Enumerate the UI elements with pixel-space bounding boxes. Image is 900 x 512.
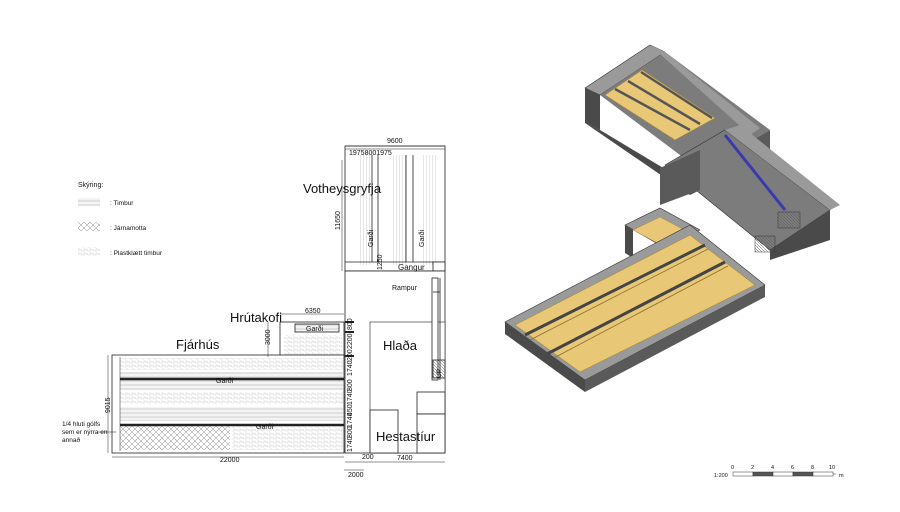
label-gangur: Gangur [398, 263, 425, 272]
gardi-label-silo-1: Garði [367, 229, 375, 247]
dim-side-6: 450 [347, 404, 354, 416]
dim-silo-depth: 11650 [335, 211, 342, 230]
dim-hrutakofi-depth: 3000 [265, 329, 272, 345]
legend: Skýring: : Timbur : Járnamotta : Plastkl… [78, 182, 163, 257]
scale-tick-4: 4 [771, 465, 774, 471]
dim-hrutakofi-width: 6350 [305, 308, 321, 315]
scale-ratio: 1:200 [714, 473, 728, 479]
dim-side-2: 200 [347, 349, 354, 361]
dim-silo-width: 9600 [387, 138, 403, 145]
dim-side-7: 1740 [347, 412, 354, 428]
note-line-3: annað [62, 436, 80, 444]
legend-timber-label: : Timbur [110, 200, 134, 207]
scale-tick-0: 0 [731, 465, 734, 471]
scale-tick-6: 6 [791, 465, 794, 471]
legend-plastic-swatch [78, 247, 100, 256]
gardi-label-silo-2: Garði [418, 229, 426, 247]
scale-unit: m [839, 473, 844, 479]
plan-labels: Votheysgryfja Hrútakofi Fjárhús Hlaða He… [62, 138, 445, 479]
dim-side-5: 1740 [347, 389, 354, 405]
dim-silo-1250: 1250 [377, 254, 384, 270]
dim-hlada-width: 7400 [397, 455, 413, 462]
legend-title: Skýring: [78, 182, 103, 189]
scale-tick-2: 2 [751, 465, 754, 471]
scale-tick-8: 8 [811, 465, 814, 471]
floor-note: 1/4 hluti gólfs sem er nýrra en annað [62, 421, 116, 444]
dim-silo-subdims: 19758001975 [349, 150, 392, 157]
gardi-label-fjarhus-2: Garði [256, 423, 274, 431]
legend-iron-label: : Járnamotta [110, 225, 147, 232]
note-line-2: sem er nýrra en [62, 429, 108, 436]
axonometric-model [504, 44, 840, 392]
dimension-lines [107, 145, 445, 471]
hrutakofi-area [279, 321, 345, 358]
hlada-area [344, 270, 446, 454]
dim-bottom-2000: 2000 [348, 472, 364, 479]
dim-side-1: 2200 [347, 333, 354, 349]
scale-bar: 1:200 0 2 4 6 8 10 m [714, 465, 844, 479]
dim-fjarhus-width: 22000 [220, 457, 240, 464]
dim-side-0: 800 [347, 318, 354, 330]
dim-side-3: 1740 [347, 360, 354, 376]
room-label-hlada: Hlaða [383, 338, 418, 353]
room-label-hestastiur: Hestastíur [376, 429, 436, 444]
floor-plan [111, 145, 446, 454]
legend-timber-swatch [78, 198, 100, 206]
dim-fjarhus-depth: 9015 [105, 397, 112, 413]
room-label-hrutakofi: Hrútakofi [230, 310, 282, 325]
gardi-label-hrutakofi: Garði [306, 325, 324, 333]
dim-bottom-200: 200 [362, 454, 374, 461]
label-rampur: Rampur [392, 285, 418, 292]
dim-side-4: 800 [347, 379, 354, 391]
legend-iron-swatch [78, 222, 100, 231]
room-label-fjarhus: Fjárhús [176, 337, 220, 352]
scale-tick-10: 10 [829, 465, 835, 471]
votheysgryfja-area [344, 145, 446, 272]
label-up: UP [436, 369, 443, 378]
model-hall [660, 125, 840, 260]
model-fjarhus-wing [504, 224, 766, 392]
note-line-1: 1/4 hluti gólfs [62, 421, 101, 428]
fjarhus-area [111, 354, 345, 454]
side-dimension-stack: 800 2200 200 1740 800 1740 450 1740 800 … [347, 318, 354, 452]
dim-side-9: 1740 [347, 436, 354, 452]
room-label-votheysgryfja: Votheysgryfja [303, 181, 382, 196]
legend-plastic-label: : Plastklætt timbur [110, 250, 163, 257]
gardi-label-fjarhus-1: Garði [216, 377, 234, 385]
dim-side-8: 800 [347, 426, 354, 438]
